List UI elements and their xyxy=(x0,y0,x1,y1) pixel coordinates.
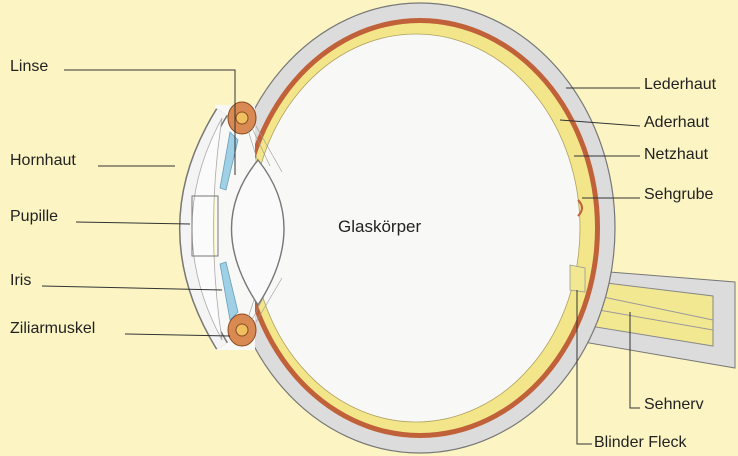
label-lederhaut: Lederhaut xyxy=(644,76,716,94)
label-sehgrube: Sehgrube xyxy=(644,186,713,204)
label-iris: Iris xyxy=(10,272,31,290)
label-ziliarmuskel: Ziliarmuskel xyxy=(10,320,95,338)
label-aderhaut: Aderhaut xyxy=(644,114,709,132)
blind-spot xyxy=(570,265,585,292)
ciliary-muscle-bottom-inner xyxy=(236,324,248,336)
label-hornhaut: Hornhaut xyxy=(10,152,76,170)
label-linse: Linse xyxy=(10,58,48,76)
label-glaskoerper: Glaskörper xyxy=(338,218,421,236)
label-netzhaut: Netzhaut xyxy=(644,146,708,164)
label-sehnerv: Sehnerv xyxy=(644,396,704,414)
label-blinder-fleck: Blinder Fleck xyxy=(594,434,686,452)
ciliary-muscle-top-inner xyxy=(236,112,248,124)
leader-pupille xyxy=(76,222,190,224)
label-pupille: Pupille xyxy=(10,208,58,226)
